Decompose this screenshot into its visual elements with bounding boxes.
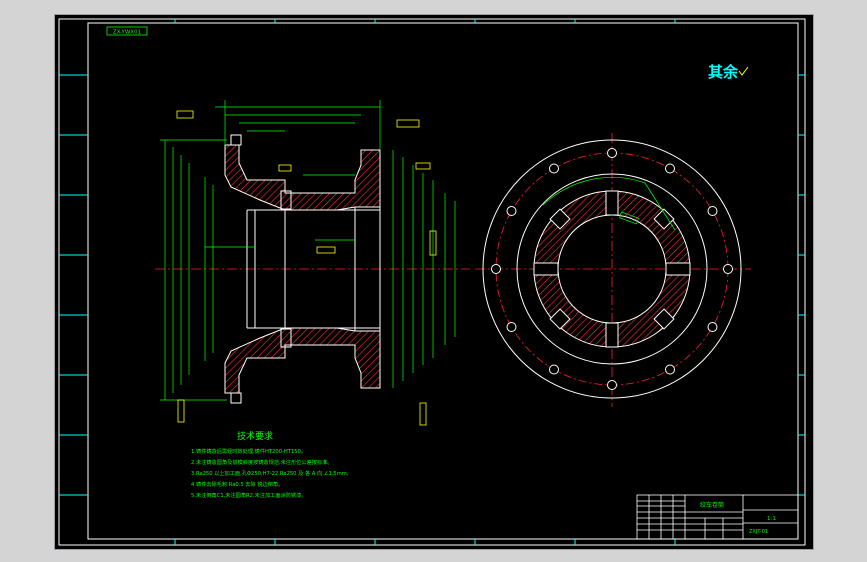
section-view <box>155 100 470 426</box>
upper-section-hatch <box>224 144 381 211</box>
front-view <box>475 133 751 407</box>
code-top-label: ZX-YWX01 <box>113 30 141 36</box>
code-box <box>106 26 148 36</box>
inner-border <box>87 22 799 540</box>
outer-flange-circle <box>482 139 742 399</box>
technical-requirements: 技术要求 1.铸件铸造后需经时效处理,铸件HT200-HT150。 2.未注铸造… <box>191 430 349 499</box>
angle-dimension <box>542 177 646 206</box>
tech-req-line-2: 2.未注铸造圆角及拔模斜度按铸造规范,未注形位公差按标准。 <box>191 458 332 466</box>
outer-border <box>58 18 806 546</box>
tech-req-line-4: 4.铸件去除毛刺 Ra0.5 去除 锐边倒角。 <box>191 480 283 488</box>
drawing-number: ZXJT-01 <box>749 529 768 535</box>
scale-value: 1:1 <box>767 516 776 522</box>
part-name: 绞车卷筒 <box>700 501 724 509</box>
title-block <box>636 494 799 540</box>
lower-section-hatch <box>224 327 381 394</box>
zone-ticks <box>59 19 805 545</box>
hub-outer-circle <box>516 173 708 365</box>
tech-req-line-1: 1.铸件铸造后需经时效处理,铸件HT200-HT150。 <box>191 447 306 455</box>
other-annotation: 其余 <box>708 63 739 81</box>
roughness-symbol <box>738 66 749 76</box>
cad-viewport[interactable]: ZX-YWX01 其余 <box>54 14 814 550</box>
tech-req-line-3: 3.Ra250 以上加工面,孔Φ250,H7-22 Ra250 及 各 A 向 … <box>191 469 349 477</box>
drawing-canvas: ZX-YWX01 其余 <box>58 18 806 546</box>
tech-req-line-5: 5.未注倒角C1,未注圆角R2,未注加工面涂防锈漆。 <box>191 491 306 499</box>
tech-req-title: 技术要求 <box>237 430 273 442</box>
